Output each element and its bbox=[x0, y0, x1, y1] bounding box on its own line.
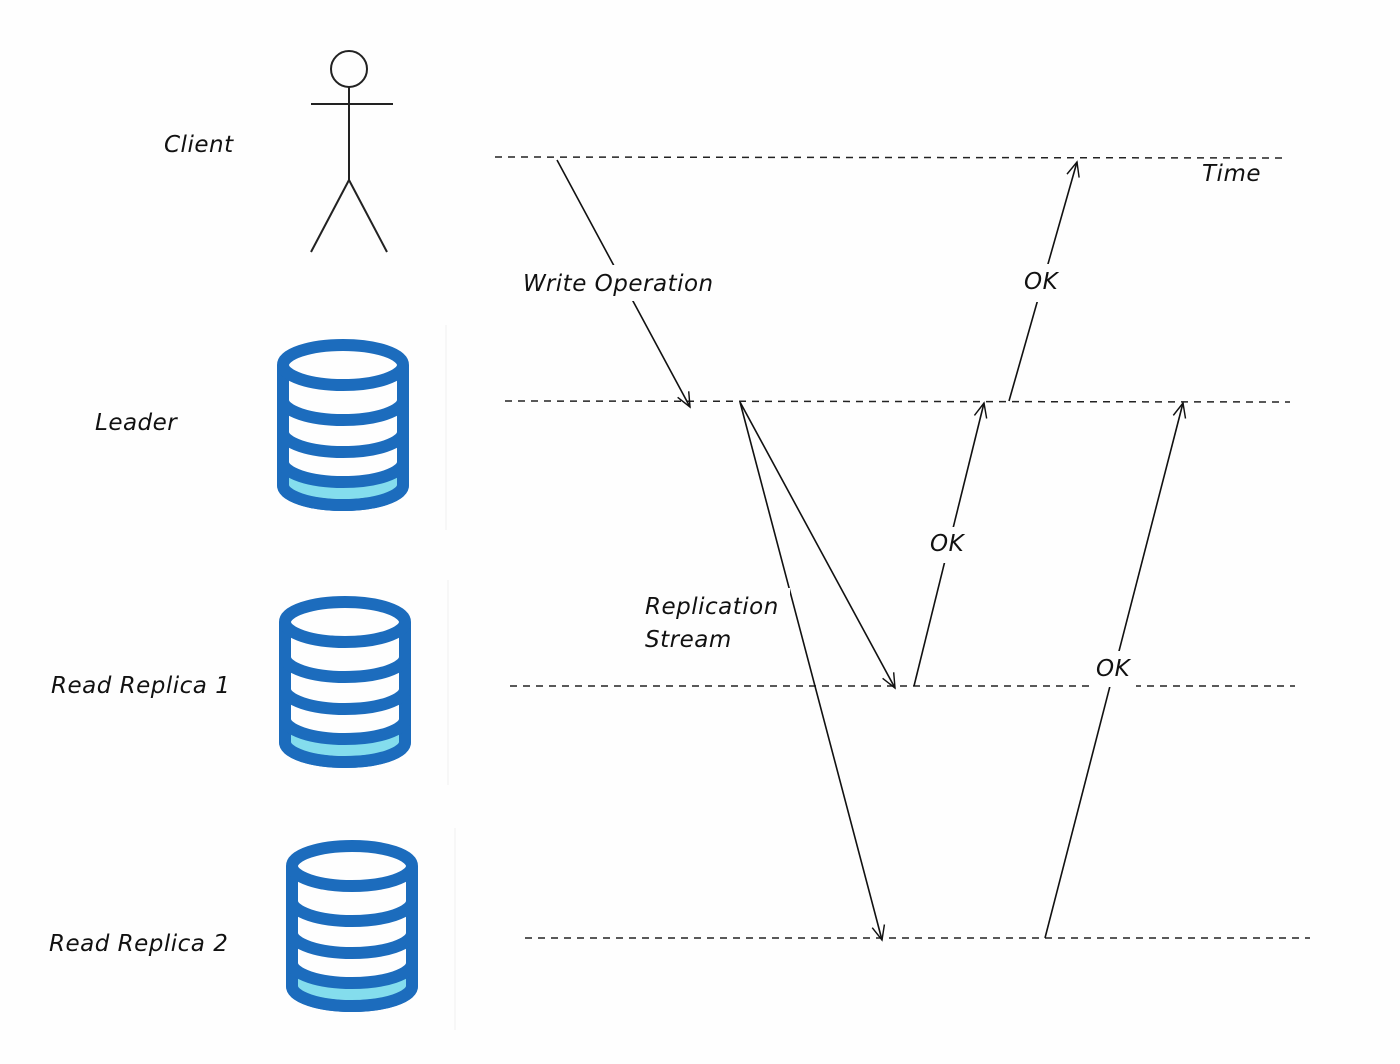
arrow-replicate-2 bbox=[739, 401, 886, 942]
arrow-replicate-1 bbox=[739, 401, 896, 690]
database-icon bbox=[286, 840, 418, 1012]
replica2-label: Read Replica 2 bbox=[49, 931, 228, 957]
ok-label-replica1: OK bbox=[930, 531, 966, 557]
database-icon bbox=[277, 339, 409, 511]
replication-label-line1: Replication bbox=[645, 594, 779, 620]
time-axis-label: Time bbox=[1202, 161, 1261, 187]
database-icon bbox=[279, 596, 411, 768]
ok-label-replica2: OK bbox=[1096, 656, 1132, 682]
client-label: Client bbox=[164, 132, 234, 158]
leader-label: Leader bbox=[95, 410, 178, 436]
replica1-label: Read Replica 1 bbox=[51, 673, 230, 699]
stick-figure-icon bbox=[310, 50, 393, 253]
replication-label-line2: Stream bbox=[645, 627, 732, 653]
timeline-client bbox=[494, 156, 1283, 159]
timeline-leader bbox=[504, 400, 1291, 403]
write-operation-label: Write Operation bbox=[523, 271, 714, 297]
ok-label-client: OK bbox=[1024, 269, 1060, 295]
